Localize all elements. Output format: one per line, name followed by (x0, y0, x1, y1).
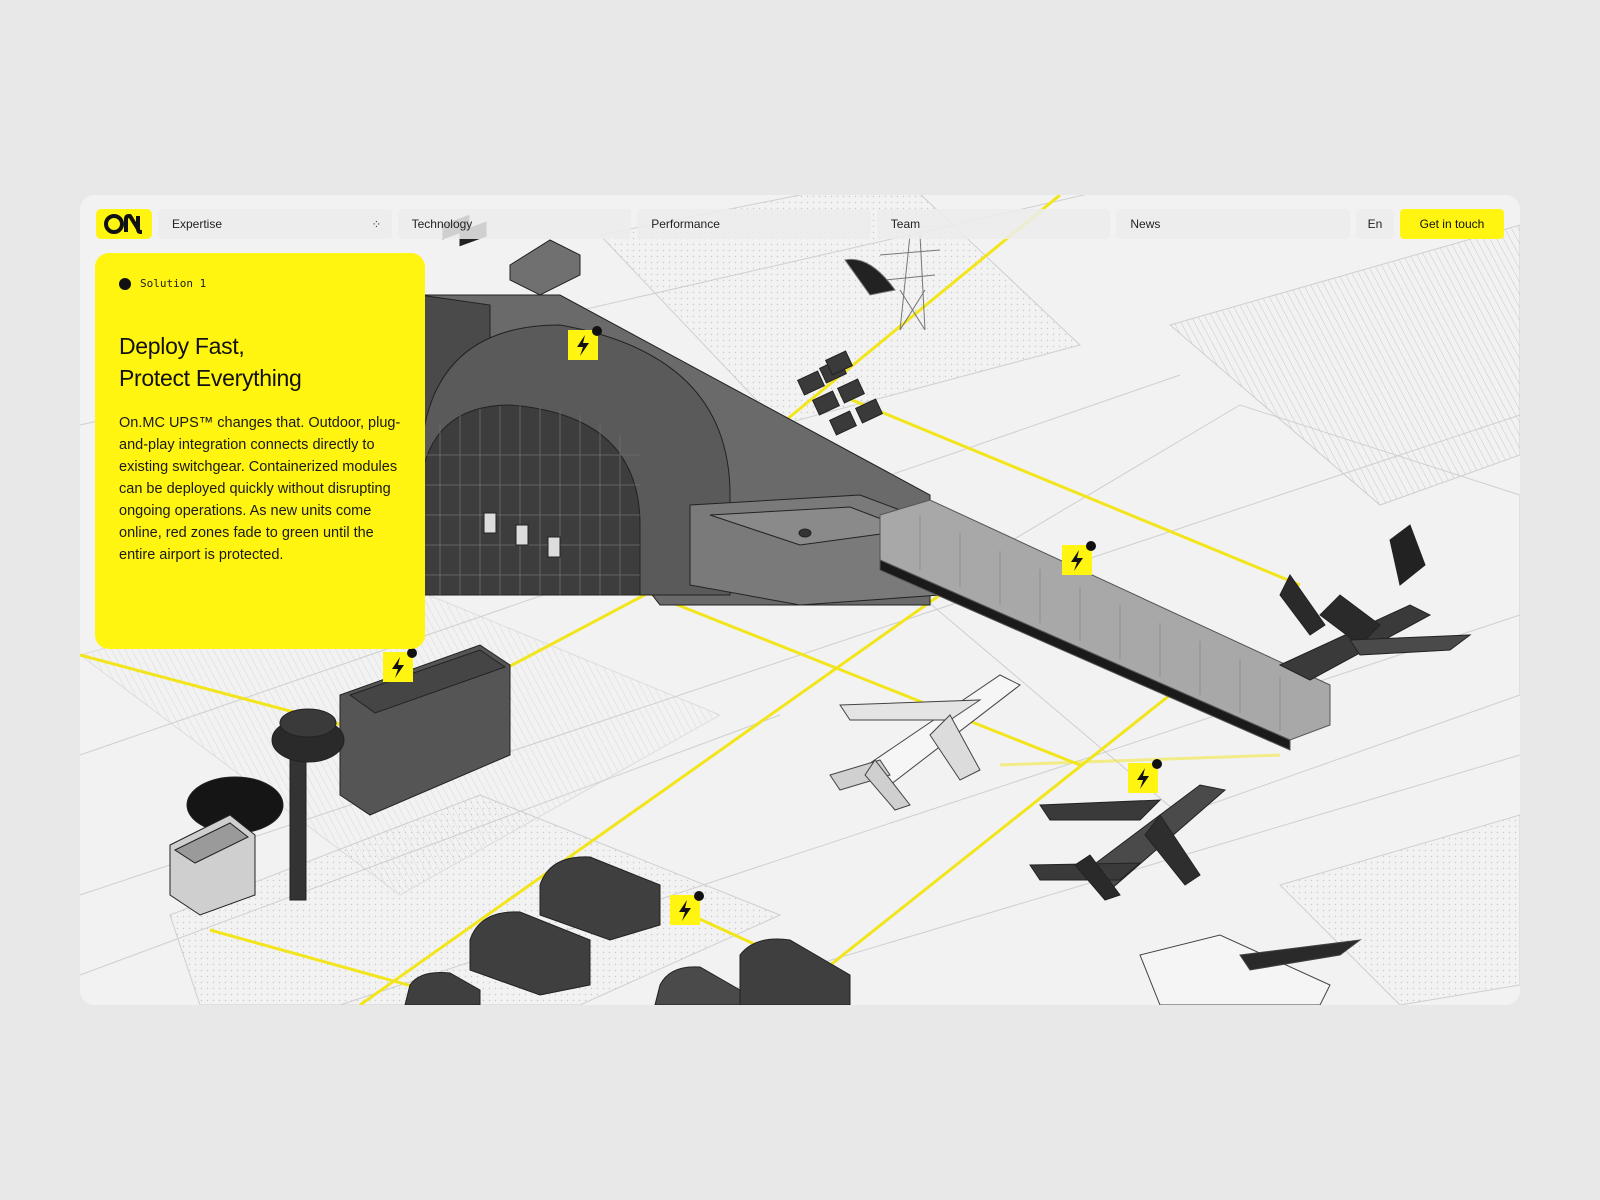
airplane-dark-right (1278, 524, 1472, 681)
control-tower-illustration (169, 644, 511, 916)
nav-item-technology[interactable]: Technology (397, 209, 632, 239)
get-in-touch-button[interactable]: Get in touch (1399, 209, 1504, 239)
solution-card: Solution 1 Deploy Fast, Protect Everythi… (95, 253, 425, 649)
pylon-illustration (844, 234, 941, 331)
small-hangars (404, 239, 851, 1005)
hero-frame: Expertise ·:· Technology Performance Tea… (80, 195, 1520, 1005)
nav-item-news[interactable]: News (1116, 209, 1350, 239)
airplane-dark-lower (1029, 784, 1227, 901)
nav-item-label: Technology (411, 217, 473, 231)
jet-bridge-illustration (879, 499, 1331, 751)
power-marker-icon (383, 326, 1162, 925)
card-body: On.MC UPS™ changes that. Outdoor, plug-a… (119, 415, 401, 563)
nav-item-performance[interactable]: Performance (637, 209, 871, 239)
nav-item-label: Team (890, 217, 921, 231)
solution-tag: Solution 1 (119, 277, 401, 290)
solution-tag-label: Solution 1 (140, 277, 207, 290)
airplane-white-center (829, 674, 1021, 811)
nav-item-label: News (1130, 217, 1161, 231)
service-vehicles (796, 350, 884, 436)
card-title: Deploy Fast, Protect Everything (119, 333, 302, 391)
logo[interactable] (96, 209, 152, 239)
airplane-white-bottom (1139, 934, 1362, 1005)
bullet-icon (119, 277, 131, 290)
nav-item-label: Expertise (172, 217, 223, 231)
dots-icon: ·:· (372, 218, 380, 230)
airport-scene (80, 195, 1520, 1005)
hangar-illustration (418, 214, 941, 606)
top-nav: Expertise ·:· Technology Performance Tea… (96, 209, 1504, 239)
language-switcher[interactable]: En (1355, 209, 1394, 239)
nav-item-expertise[interactable]: Expertise ·:· (158, 209, 392, 239)
nav-item-team[interactable]: Team (876, 209, 1111, 239)
nav-item-label: Performance (651, 217, 720, 231)
logo-icon (104, 214, 143, 234)
